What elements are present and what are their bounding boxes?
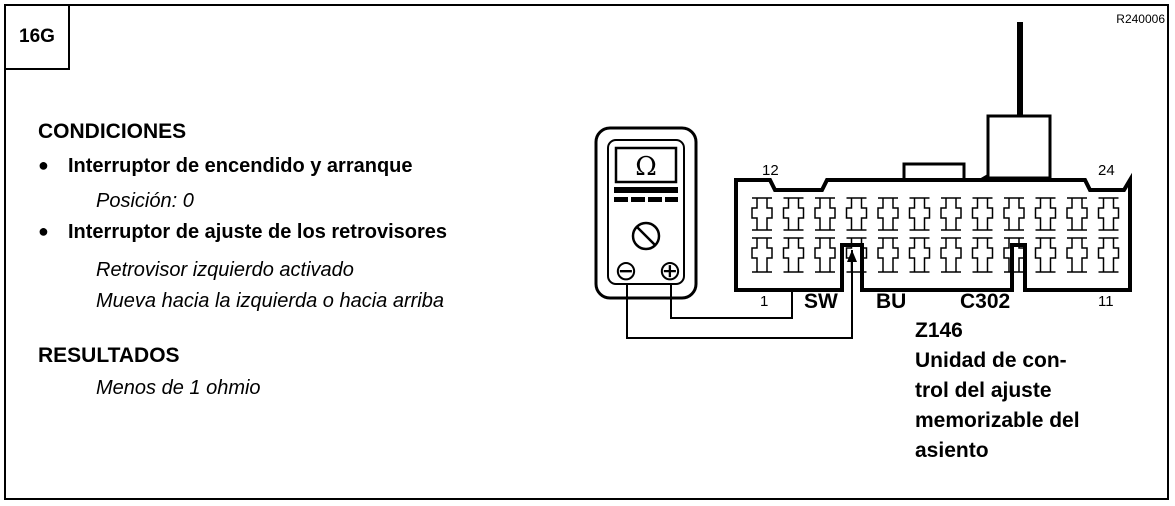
results-value: Menos de 1 ohmio bbox=[96, 377, 261, 399]
plus-terminal-icon: ⊕ bbox=[658, 254, 681, 287]
pin-1-label: 1 bbox=[760, 293, 768, 310]
minus-terminal-icon: ⊖ bbox=[614, 254, 637, 287]
terminal-cavity bbox=[1003, 197, 1025, 231]
condition-item-ignition: Interruptor de encendido y arranque bbox=[38, 155, 412, 178]
component-name-line-1: Unidad de con- bbox=[915, 349, 1067, 372]
pin-11-label: 11 bbox=[1098, 293, 1114, 310]
selector-dial-icon bbox=[631, 221, 661, 251]
condition-detail-mirror-1: Retrovisor izquierdo activado bbox=[96, 259, 354, 281]
probe-tip-bu bbox=[847, 250, 857, 262]
terminal-cavity bbox=[940, 197, 962, 231]
figure-id-box: 16G bbox=[4, 4, 70, 70]
figure-id: 16G bbox=[19, 26, 55, 47]
terminal-cavity bbox=[877, 197, 899, 231]
wire-color-bu: BU bbox=[876, 290, 906, 313]
connector-housing bbox=[734, 172, 1132, 292]
pin-12-label: 12 bbox=[762, 162, 779, 179]
component-name-line-4: asiento bbox=[915, 439, 989, 462]
component-description: Z146 Unidad de con- trol del ajuste memo… bbox=[915, 316, 1080, 466]
terminal-cavity bbox=[845, 237, 868, 273]
terminal-cavity bbox=[782, 237, 805, 273]
terminal-cavity bbox=[1003, 237, 1025, 273]
component-name-line-2: trol del ajuste bbox=[915, 379, 1052, 402]
terminal-cavity bbox=[845, 197, 868, 231]
terminal-cavity bbox=[908, 237, 931, 273]
terminal-cavity bbox=[1034, 197, 1057, 231]
results-heading: RESULTADOS bbox=[38, 344, 180, 367]
ohmmeter: Ω ⊖ ⊕ bbox=[594, 126, 698, 300]
terminal-cavity bbox=[1097, 237, 1120, 273]
terminal-cavity bbox=[751, 197, 773, 231]
conditions-heading: CONDICIONES bbox=[38, 120, 187, 143]
meter-button-row bbox=[614, 187, 678, 202]
terminal-cavity bbox=[782, 197, 805, 231]
component-name-line-3: memorizable del bbox=[915, 409, 1080, 432]
wire-color-sw: SW bbox=[804, 290, 838, 313]
connector-c302 bbox=[734, 114, 1132, 292]
terminal-cavity bbox=[1066, 197, 1088, 231]
terminal-cavity bbox=[1034, 237, 1057, 273]
diagram-frame bbox=[4, 4, 1169, 500]
ohm-symbol: Ω bbox=[635, 152, 657, 182]
reference-code: R240006 bbox=[1116, 12, 1165, 26]
terminal-cavity bbox=[971, 197, 994, 231]
connector-name: C302 bbox=[960, 290, 1010, 313]
terminal-cavity bbox=[1097, 197, 1120, 231]
terminal-cavity bbox=[908, 197, 931, 231]
connector-pin-grid bbox=[751, 197, 1120, 273]
terminal-cavity bbox=[814, 197, 836, 231]
terminal-cavity bbox=[940, 237, 962, 273]
component-code: Z146 bbox=[915, 319, 963, 342]
terminal-cavity bbox=[877, 237, 899, 273]
condition-detail-ignition: Posición: 0 bbox=[96, 190, 194, 212]
terminal-cavity bbox=[971, 237, 994, 273]
terminal-cavity bbox=[751, 237, 773, 273]
pin-24-label: 24 bbox=[1098, 162, 1115, 179]
terminal-cavity bbox=[814, 237, 836, 273]
condition-item-mirror-switch: Interruptor de ajuste de los retrovisore… bbox=[38, 221, 447, 244]
terminal-cavity bbox=[1066, 237, 1088, 273]
connector-release-tab bbox=[986, 114, 1052, 180]
condition-detail-mirror-2: Mueva hacia la izquierda o hacia arriba bbox=[96, 290, 444, 312]
meter-display bbox=[614, 146, 678, 184]
lead-minus bbox=[626, 250, 853, 339]
